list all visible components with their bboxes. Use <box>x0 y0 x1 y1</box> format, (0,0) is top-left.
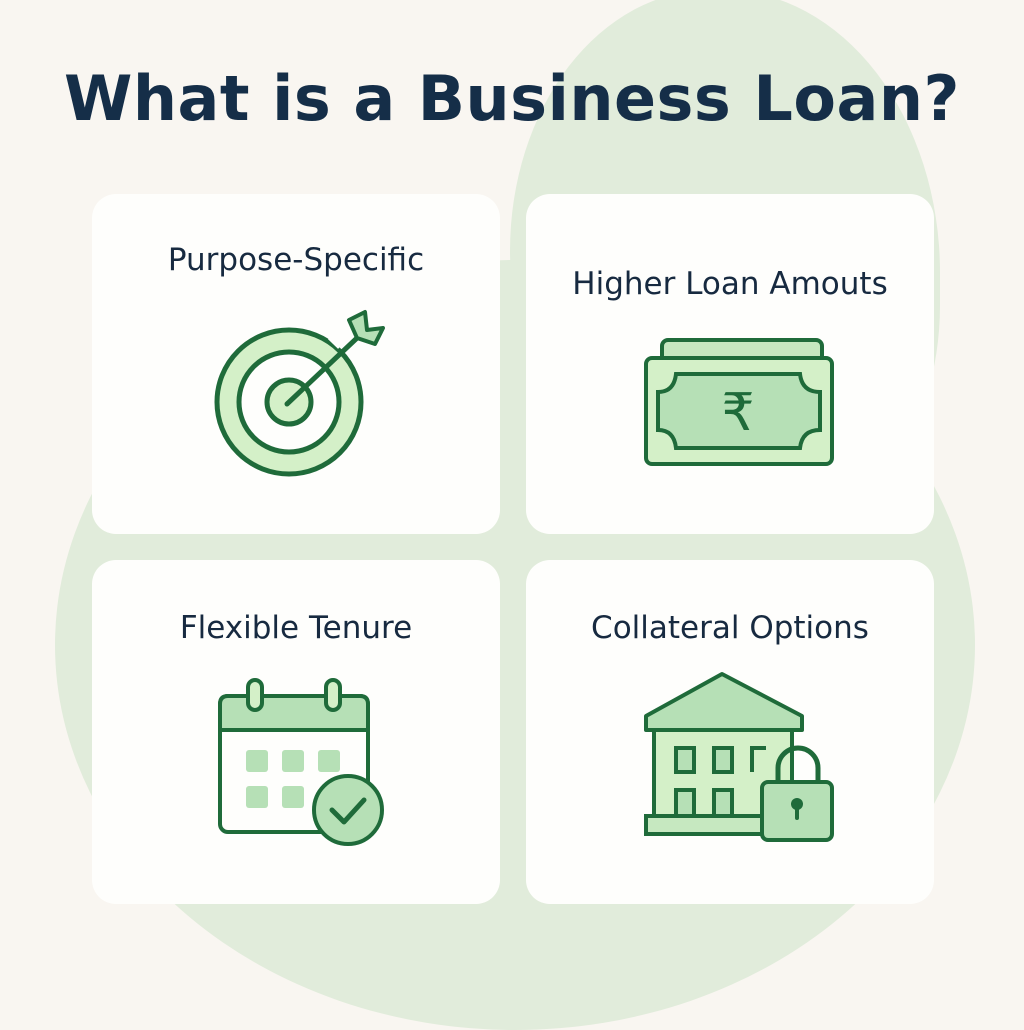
card-label: Higher Loan Amouts <box>572 266 888 302</box>
feature-card-flexible-tenure: Flexible Tenure <box>92 560 500 904</box>
feature-card-higher-loan-amounts: Higher Loan Amouts ₹ <box>526 194 934 534</box>
card-label: Purpose-Specific <box>167 242 425 278</box>
feature-card-purpose-specific: Purpose-Specific <box>92 194 500 534</box>
rupee-banknote-icon: ₹ <box>644 338 834 466</box>
card-label: Collateral Options <box>591 610 869 646</box>
bank-lock-icon <box>644 672 834 842</box>
calendar-check-icon <box>218 678 384 846</box>
feature-card-collateral-options: Collateral Options <box>526 560 934 904</box>
svg-text:₹: ₹ <box>721 383 754 443</box>
page-title: What is a Business Loan? <box>64 62 960 135</box>
card-label: Flexible Tenure <box>179 610 413 646</box>
target-arrow-icon <box>214 310 385 477</box>
